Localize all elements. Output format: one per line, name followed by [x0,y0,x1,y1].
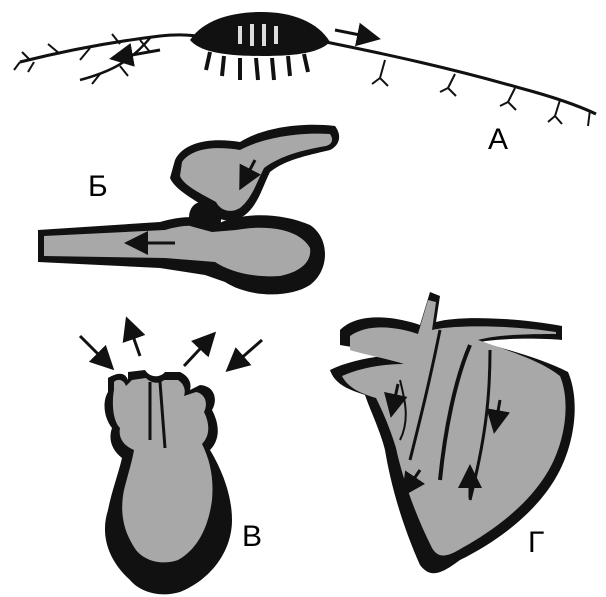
figure-b-tubular-heart [38,125,339,295]
label-b: Б [88,172,108,202]
label-v: В [242,522,262,552]
label-g: Г [528,528,544,558]
figure-a-neuron [14,12,596,126]
label-a: А [488,125,508,155]
figure-v-vertebrate-heart [80,322,262,594]
